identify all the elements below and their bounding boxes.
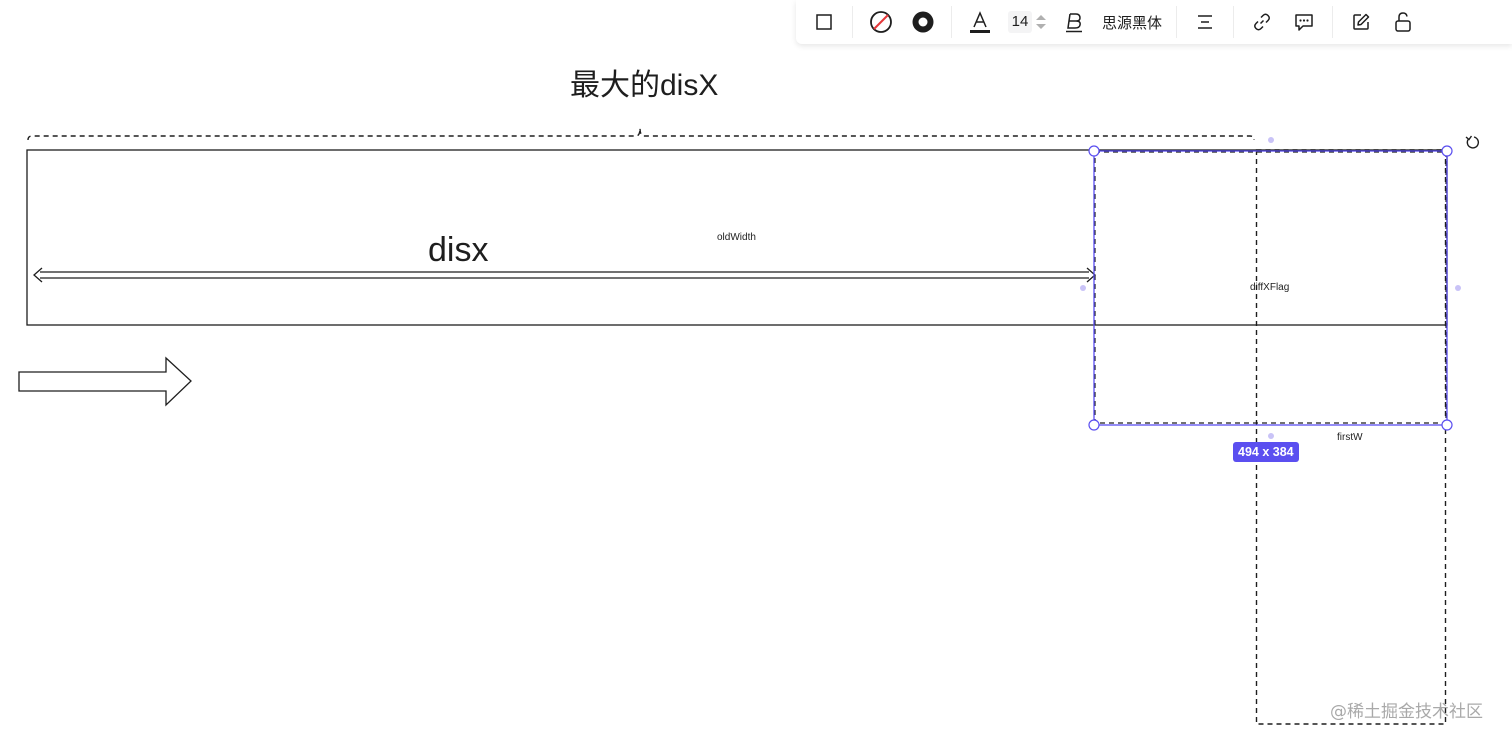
link-button[interactable] — [1248, 8, 1276, 36]
shape-type-button[interactable] — [810, 8, 838, 36]
unlock-icon — [1395, 12, 1411, 32]
link-icon — [1254, 13, 1271, 31]
toolbar-group-shape — [796, 6, 853, 38]
align-button[interactable] — [1191, 8, 1219, 36]
resize-handle-top-left[interactable] — [1088, 145, 1100, 157]
stroke-color-button[interactable] — [909, 8, 937, 36]
lock-button[interactable] — [1389, 8, 1417, 36]
comment-button[interactable] — [1290, 8, 1318, 36]
text-color-button[interactable] — [966, 8, 994, 36]
stroke-dot-icon — [912, 11, 934, 33]
resize-handle-bottom-left[interactable] — [1088, 419, 1100, 431]
title-label[interactable]: 最大的disX — [570, 69, 719, 102]
firstw-dashed-rectangle[interactable] — [1255, 149, 1447, 725]
resize-handle-left[interactable] — [1080, 285, 1086, 291]
font-size-control: 14 — [1008, 11, 1046, 33]
diffxflag-label[interactable]: diffXFlag — [1250, 282, 1290, 293]
align-center-icon — [1198, 15, 1213, 29]
firstw-label[interactable]: firstW — [1337, 432, 1363, 443]
resize-handle-top-right[interactable] — [1441, 145, 1453, 157]
bold-button[interactable] — [1060, 8, 1088, 36]
chevron-up-icon[interactable] — [1036, 14, 1046, 21]
bold-icon — [1066, 13, 1082, 33]
dashed-brace[interactable] — [27, 127, 1255, 141]
edit-button[interactable] — [1347, 8, 1375, 36]
fill-color-button[interactable] — [867, 8, 895, 36]
toolbar-group-link — [1234, 6, 1334, 38]
toolbar-group-fill-stroke — [853, 6, 952, 38]
diffxflag-rectangle[interactable] — [1094, 151, 1447, 424]
chevron-down-icon[interactable] — [1036, 23, 1046, 30]
resize-handle-right[interactable] — [1455, 285, 1461, 291]
selection-outline — [1093, 150, 1448, 426]
edit-icon — [1353, 13, 1370, 30]
toolbar-group-actions — [1333, 6, 1431, 38]
toolbar-group-text: 14 思源黑体 — [952, 6, 1178, 38]
toolbar-group-align — [1177, 6, 1235, 38]
square-icon — [816, 14, 832, 30]
disx-double-arrow[interactable] — [33, 267, 1096, 283]
resize-handle-bottom-right[interactable] — [1441, 419, 1453, 431]
block-arrow[interactable] — [18, 356, 192, 407]
shape-toolbar: 14 思源黑体 — [796, 0, 1512, 44]
font-size-stepper[interactable] — [1036, 14, 1046, 30]
font-size-input[interactable]: 14 — [1008, 11, 1032, 33]
resize-handle-top[interactable] — [1268, 137, 1274, 143]
no-fill-icon — [870, 11, 892, 33]
font-family-select[interactable]: 思源黑体 — [1102, 13, 1163, 32]
text-color-icon — [970, 11, 990, 33]
oldwidth-label[interactable]: oldWidth — [717, 232, 756, 243]
comment-icon — [1295, 14, 1313, 31]
resize-handle-bottom[interactable] — [1268, 433, 1274, 439]
watermark: @稀土掘金技术社区 — [1330, 702, 1483, 722]
rotate-icon[interactable] — [1465, 135, 1480, 149]
disx-label[interactable]: disx — [428, 231, 489, 269]
selection-size-badge: 494 x 384 — [1233, 442, 1299, 462]
